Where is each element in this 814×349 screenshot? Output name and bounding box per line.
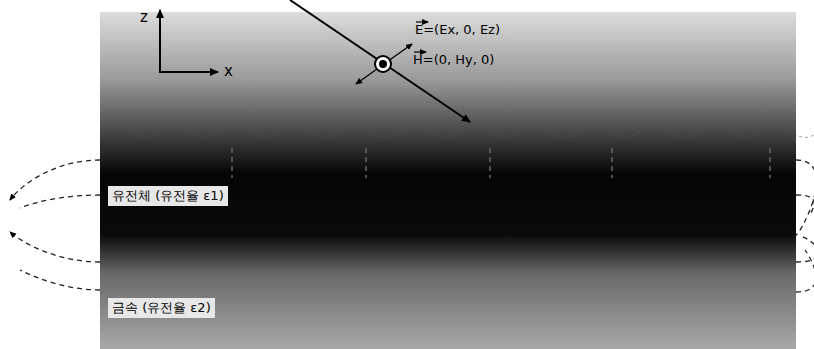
dashed-line <box>769 148 771 178</box>
field-lines <box>10 160 814 292</box>
material-region: 유전체 (유전율 ε1) <box>100 12 796 220</box>
dashed-line <box>231 148 233 178</box>
dashed-line <box>489 148 491 178</box>
material-region: 금속 (유전율 ε2) <box>100 220 796 349</box>
dashed-line <box>365 148 367 178</box>
axis-label: z <box>140 8 148 26</box>
region-label: 유전체 (유전율 ε1) <box>108 186 228 206</box>
surface-wave <box>100 123 814 138</box>
field-label: E=(Ex, 0, Ez) <box>415 22 500 37</box>
dashed-line <box>611 148 613 178</box>
region-label: 금속 (유전율 ε2) <box>108 298 215 318</box>
field-label: H=(0, Hy, 0) <box>413 52 494 67</box>
axes <box>159 10 218 72</box>
slab <box>100 12 796 349</box>
axis-label: x <box>224 62 233 80</box>
